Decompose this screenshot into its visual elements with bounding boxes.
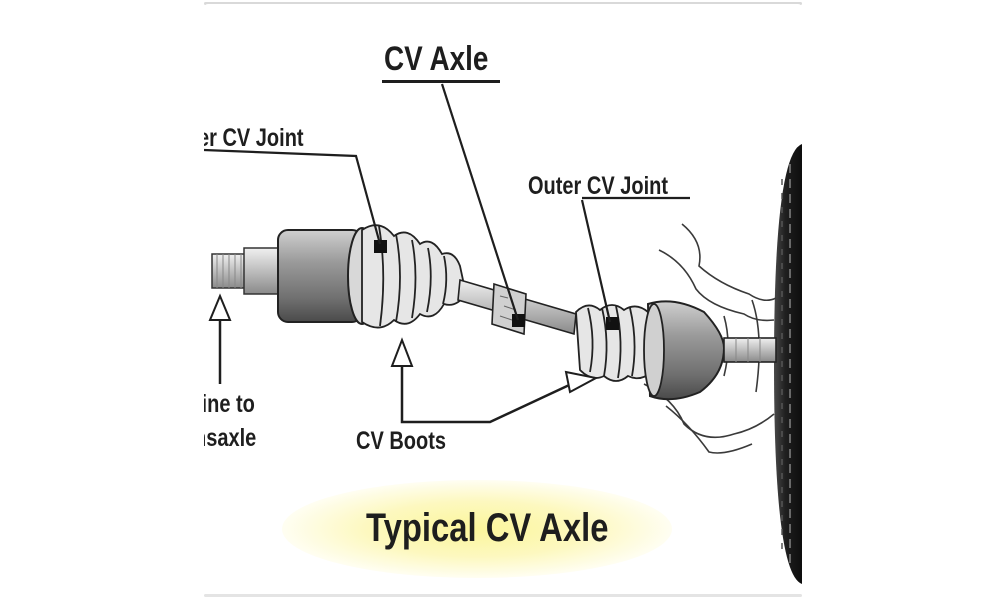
arrow-cv-boots bbox=[390, 337, 599, 424]
label-spline-line1: line to bbox=[204, 390, 255, 418]
diagram-caption: Typical CV Axle bbox=[366, 506, 609, 550]
caption-highlight bbox=[282, 480, 672, 578]
label-cv-boots: CV Boots bbox=[356, 427, 446, 455]
label-outer-cv-joint: Outer CV Joint bbox=[528, 172, 669, 200]
marker-outer-joint bbox=[606, 317, 619, 330]
marker-inner-joint bbox=[374, 240, 387, 253]
input-spline bbox=[211, 247, 279, 295]
leader-lines bbox=[204, 83, 690, 323]
outer-cv-boot bbox=[575, 304, 653, 382]
cv-axle-illustration bbox=[204, 83, 802, 584]
title-underline bbox=[382, 80, 500, 83]
marker-axle bbox=[512, 314, 525, 327]
inner-cv-boot bbox=[361, 224, 467, 329]
label-spline-line2: nsaxle bbox=[204, 424, 257, 452]
frame-bottom-edge bbox=[204, 594, 802, 597]
label-inner-cv-joint: er CV Joint bbox=[204, 124, 304, 152]
diagram-frame: CV Axle er CV Joint Outer CV Joint line … bbox=[204, 4, 802, 596]
frame-top-edge bbox=[204, 2, 802, 5]
outer-cv-joint-housing bbox=[643, 300, 777, 401]
diagram-title: CV Axle bbox=[384, 40, 489, 78]
wheel-tire bbox=[774, 144, 802, 584]
arrow-spline bbox=[208, 293, 232, 384]
